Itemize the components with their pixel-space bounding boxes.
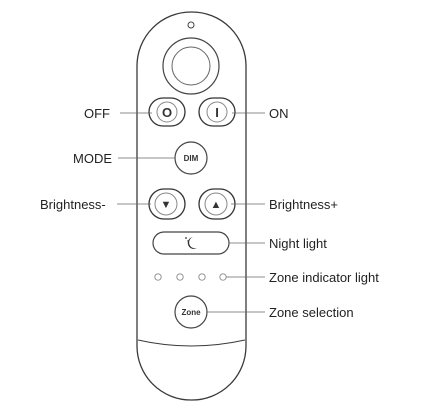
- label-brightness-down: Brightness-: [40, 197, 106, 212]
- zone-indicator-led: [176, 273, 184, 281]
- brightness-down-button[interactable]: ▼: [148, 188, 186, 220]
- label-night-light: Night light: [269, 236, 327, 251]
- label-zone-selection: Zone selection: [269, 305, 354, 320]
- moon-icon: [185, 237, 197, 249]
- dim-button[interactable]: DIM: [174, 141, 208, 175]
- on-button[interactable]: I: [198, 97, 236, 127]
- label-off: OFF: [84, 106, 110, 121]
- zone-indicator-lights: [154, 273, 227, 281]
- dim-label: DIM: [184, 154, 199, 163]
- sensor-dome-inner: [171, 46, 211, 86]
- label-zone-indicator: Zone indicator light: [269, 270, 379, 285]
- label-on: ON: [269, 106, 289, 121]
- label-mode: MODE: [73, 151, 112, 166]
- down-arrow-icon: ▼: [161, 199, 172, 211]
- remote-bottom-seam: [137, 339, 246, 347]
- up-arrow-icon: ▲: [211, 199, 222, 211]
- leader-lines: [117, 112, 265, 313]
- zone-indicator-led: [154, 273, 162, 281]
- off-button[interactable]: O: [148, 97, 186, 127]
- night-light-button[interactable]: [152, 231, 230, 255]
- zone-button-label: Zone: [181, 308, 201, 317]
- label-brightness-up: Brightness+: [269, 197, 338, 212]
- status-led: [187, 21, 195, 29]
- on-symbol: I: [215, 105, 219, 120]
- off-symbol: O: [162, 105, 172, 120]
- zone-button[interactable]: Zone: [174, 295, 208, 329]
- brightness-up-button[interactable]: ▲: [198, 188, 236, 220]
- zone-indicator-led: [198, 273, 206, 281]
- zone-indicator-led: [219, 273, 227, 281]
